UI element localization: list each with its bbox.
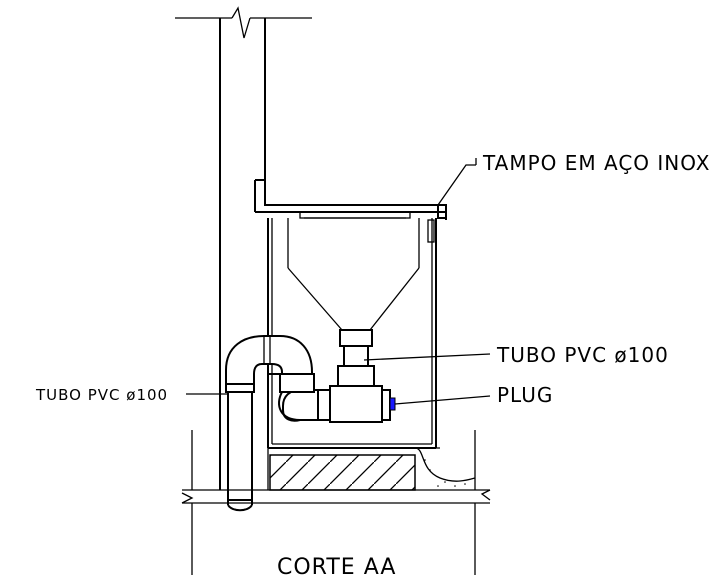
concrete-base xyxy=(267,447,476,491)
wall xyxy=(175,6,312,490)
label-tubo-left: TUBO PVC ø100 xyxy=(35,386,168,404)
pvc-pipe-elbow xyxy=(268,373,319,422)
tee-fitting xyxy=(317,365,396,423)
leader-lines xyxy=(186,158,491,405)
label-tubo-right: TUBO PVC ø100 xyxy=(496,343,669,367)
pvc-pipe-u xyxy=(225,335,313,512)
label-tampo: TAMPO EM AÇO INOX xyxy=(482,151,710,175)
label-plug: PLUG xyxy=(497,383,553,407)
steel-top xyxy=(254,179,447,243)
sink-cabinet xyxy=(267,218,437,449)
funnel xyxy=(287,218,420,367)
plug-icon xyxy=(389,397,396,411)
label-section: CORTE AA xyxy=(277,555,396,580)
